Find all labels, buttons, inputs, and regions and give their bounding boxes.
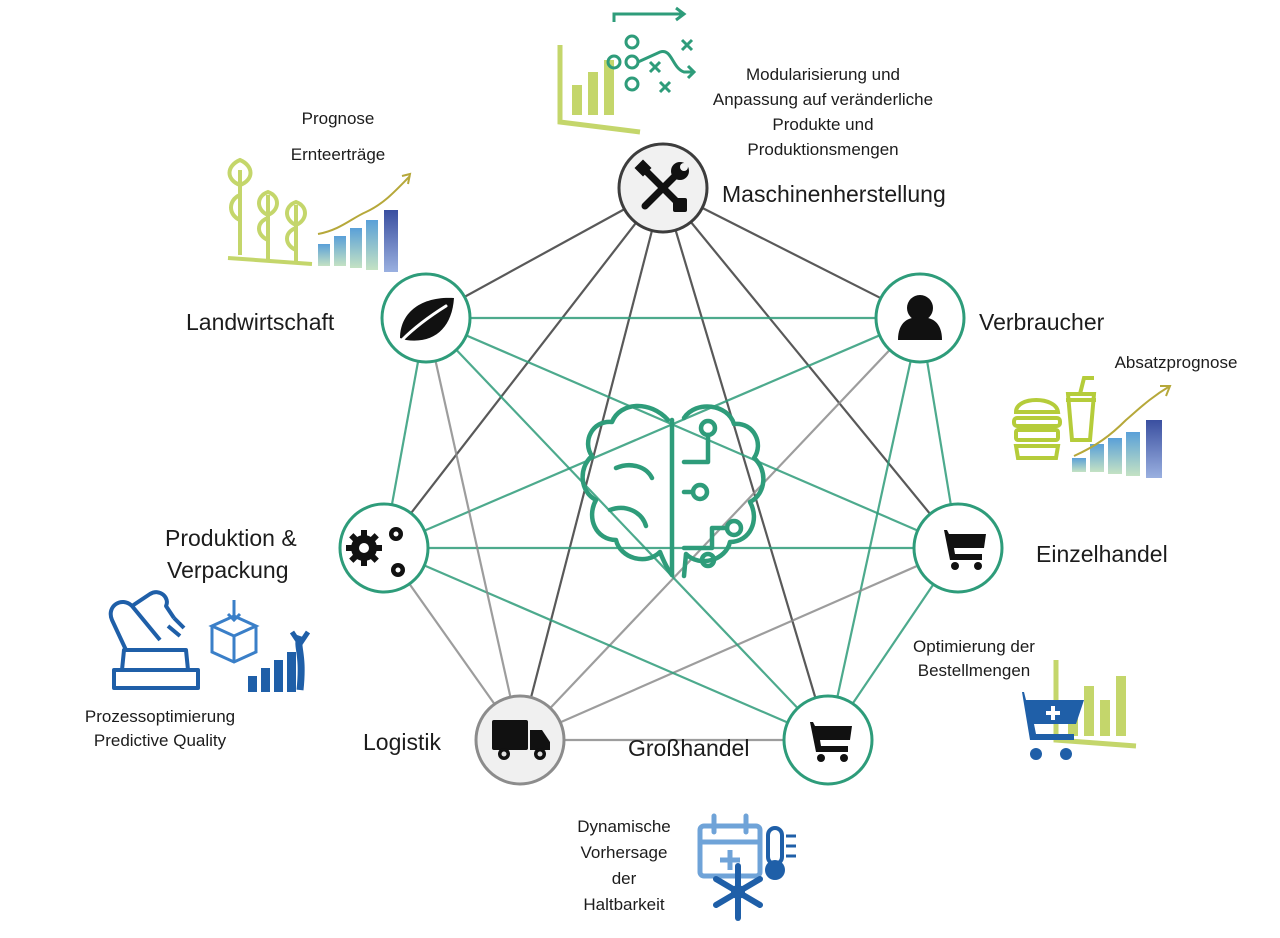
connection-maschinenherstellung-grosshandel	[661, 187, 830, 741]
node-label-maschinenherstellung: Maschinenherstellung	[722, 181, 946, 207]
node-label-grosshandel: Großhandel	[628, 735, 749, 761]
connection-logistik-landwirtschaft	[424, 317, 522, 741]
gears-icon	[346, 527, 405, 577]
brain-circuit-icon	[580, 403, 766, 579]
crop-yield-illustration	[227, 157, 412, 272]
order-quantity-illustration	[1008, 660, 1137, 760]
connection-maschinenherstellung-verbraucher	[662, 187, 921, 319]
note-produktion-line1: Prozessoptimierung	[85, 707, 235, 726]
note-landwirtschaft-line1: Prognose	[302, 109, 375, 128]
connection-maschinenherstellung-produktion	[383, 187, 664, 549]
node-produktion[interactable]	[338, 502, 430, 594]
note-logistik-line3: der	[612, 869, 637, 888]
connection-verbraucher-grosshandel	[826, 317, 922, 741]
note-produktion-line2: Predictive Quality	[94, 731, 227, 750]
note-logistik-line2: Vorhersage	[581, 843, 668, 862]
truck-icon	[492, 720, 550, 760]
node-label-logistik: Logistik	[363, 729, 441, 755]
note-einzelhandel-line2: Bestellmengen	[918, 661, 1030, 680]
connection-verbraucher-produktion	[383, 316, 921, 550]
cart-icon	[936, 530, 986, 570]
node-label-produktion-line2: Verpackung	[167, 557, 288, 583]
note-landwirtschaft-line2: Ernteerträge	[291, 145, 386, 164]
planning-chart-illustration	[557, 6, 697, 135]
connection-grosshandel-produktion	[383, 546, 829, 742]
food-sales-illustration	[1012, 376, 1172, 478]
note-verbraucher-line1: Absatzprognose	[1115, 353, 1238, 372]
note-logistik-line1: Dynamische	[577, 817, 671, 836]
cart-icon	[802, 722, 852, 762]
connection-einzelhandel-landwirtschaft	[425, 316, 959, 550]
connection-grosshandel-landwirtschaft	[425, 317, 829, 741]
leaf-icon	[400, 297, 454, 342]
note-maschinen-line4: Produktionsmengen	[747, 140, 898, 159]
note-maschinen-line1: Modularisierung und	[746, 65, 900, 84]
robot-arm-illustration	[108, 590, 311, 692]
note-einzelhandel-line1: Optimierung der	[913, 637, 1035, 656]
connection-einzelhandel-logistik	[519, 546, 959, 742]
node-label-produktion-line1: Produktion &	[165, 525, 297, 551]
connection-maschinenherstellung-einzelhandel	[662, 187, 959, 549]
note-maschinen-line3: Produkte und	[772, 115, 873, 134]
person-icon	[898, 295, 942, 340]
node-label-verbraucher: Verbraucher	[979, 309, 1105, 335]
node-label-einzelhandel: Einzelhandel	[1036, 541, 1168, 567]
connection-maschinenherstellung-logistik	[518, 187, 665, 741]
calendar-frost-illustration	[697, 813, 796, 921]
note-maschinen-line2: Anpassung auf veränderliche	[713, 90, 933, 109]
node-label-landwirtschaft: Landwirtschaft	[186, 309, 335, 335]
tools-icon	[634, 159, 689, 212]
note-logistik-line4: Haltbarkeit	[583, 895, 665, 914]
